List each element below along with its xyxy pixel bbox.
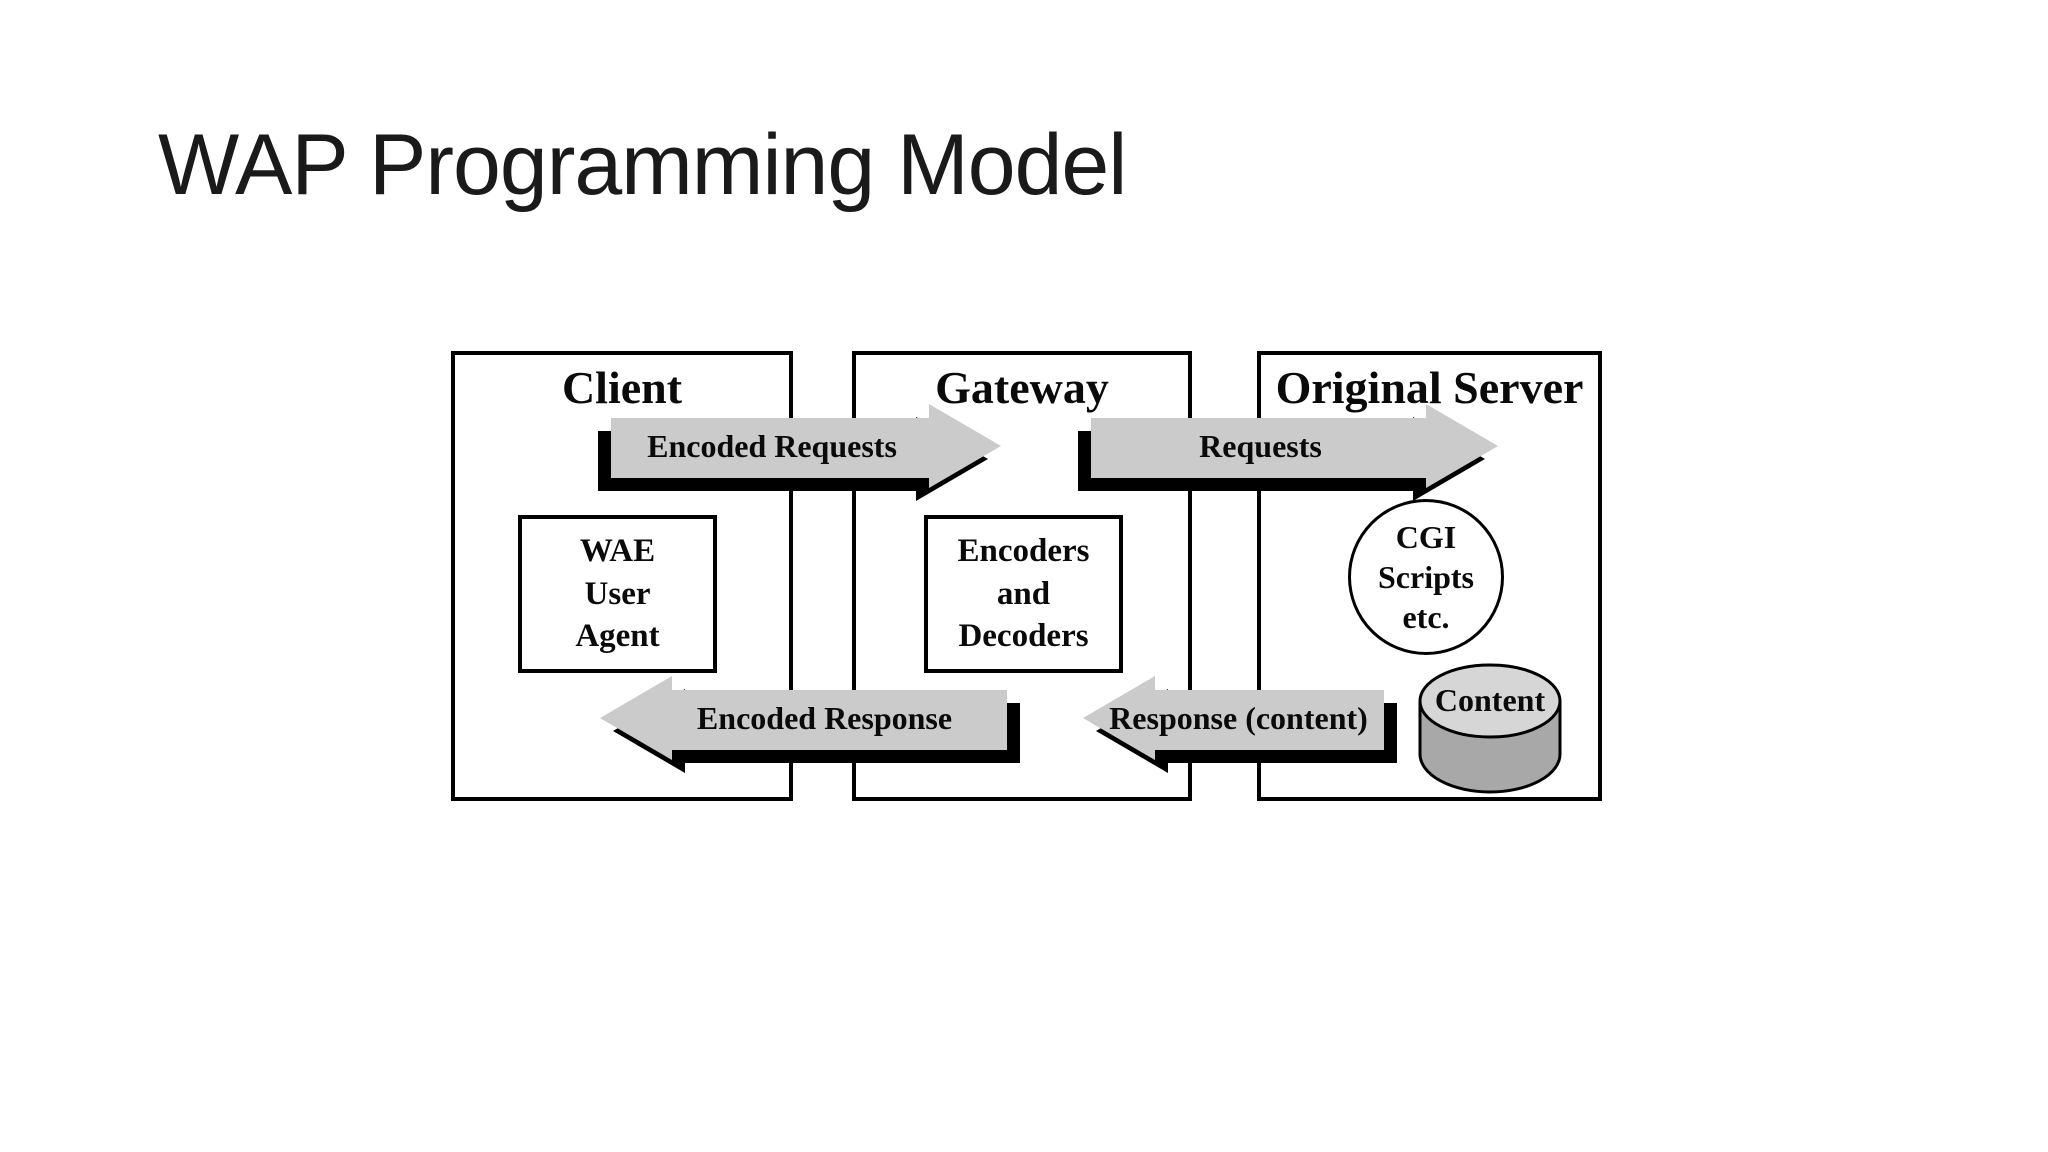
encoders-line-1: Encoders bbox=[957, 532, 1090, 569]
page-title: WAP Programming Model bbox=[158, 117, 1127, 213]
encoders-line-2: and bbox=[996, 575, 1051, 612]
arrow-requests: Requests bbox=[1091, 404, 1498, 488]
arrow-body bbox=[600, 676, 1007, 760]
wae-user-agent-box: WAE User Agent bbox=[518, 515, 717, 673]
arrow-encoded-requests: Encoded Requests bbox=[611, 404, 1001, 488]
arrow-body bbox=[611, 404, 1001, 488]
arrow-label: Encoded Response bbox=[696, 699, 953, 736]
arrow-body bbox=[1091, 404, 1498, 488]
database-cylinder-icon bbox=[1418, 663, 1562, 794]
wae-line-2: User bbox=[584, 575, 651, 612]
arrow-label: Response (content) bbox=[1109, 699, 1368, 736]
cgi-scripts-circle: CGI Scripts etc. bbox=[1348, 499, 1504, 655]
arrow-label: Encoded Requests bbox=[647, 427, 897, 464]
arrow-body bbox=[1083, 676, 1384, 760]
encoders-decoders-box: Encoders and Decoders bbox=[924, 515, 1123, 673]
content-store-label: Content bbox=[1434, 682, 1546, 718]
arrow-label: Requests bbox=[1199, 427, 1322, 464]
original-server-box-title: Original Server bbox=[1275, 362, 1584, 413]
arrow-encoded-response: Encoded Response bbox=[600, 676, 1020, 773]
cgi-line-1: CGI bbox=[1395, 518, 1457, 555]
encoders-line-3: Decoders bbox=[958, 618, 1089, 655]
wae-line-3: Agent bbox=[575, 618, 660, 655]
gateway-box-title: Gateway bbox=[935, 362, 1109, 413]
arrow-response-content: Response (content) bbox=[1083, 676, 1397, 773]
cgi-line-2: Scripts bbox=[1378, 558, 1474, 595]
cgi-line-3: etc. bbox=[1402, 599, 1450, 636]
client-box-title: Client bbox=[561, 362, 683, 413]
wae-line-1: WAE bbox=[579, 532, 656, 569]
